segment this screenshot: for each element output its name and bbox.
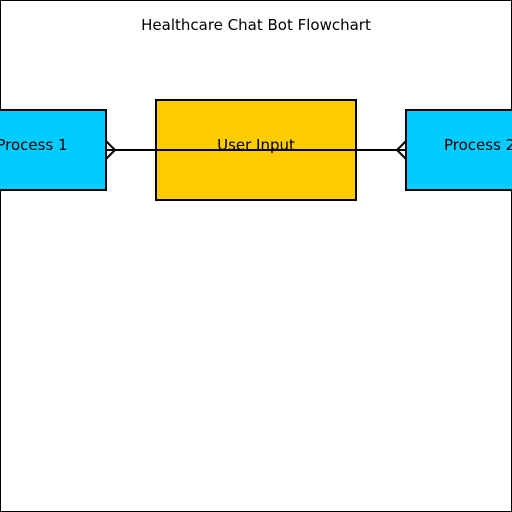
process-1-label: Process 1 — [0, 136, 68, 154]
user-input-label: User Input — [217, 136, 295, 154]
edge-user-input-to-process-2 — [256, 140, 407, 160]
node-process-2: Process 2 — [405, 109, 512, 191]
node-process-1: Process 1 — [0, 109, 107, 191]
arrowhead-left-icon — [105, 140, 117, 160]
process-2-label: Process 2 — [444, 136, 512, 154]
edge-user-input-to-process-1 — [105, 140, 256, 160]
process-2-box — [405, 109, 512, 191]
arrowhead-right-icon — [395, 140, 407, 160]
diagram-title: Healthcare Chat Bot Flowchart — [141, 16, 371, 34]
